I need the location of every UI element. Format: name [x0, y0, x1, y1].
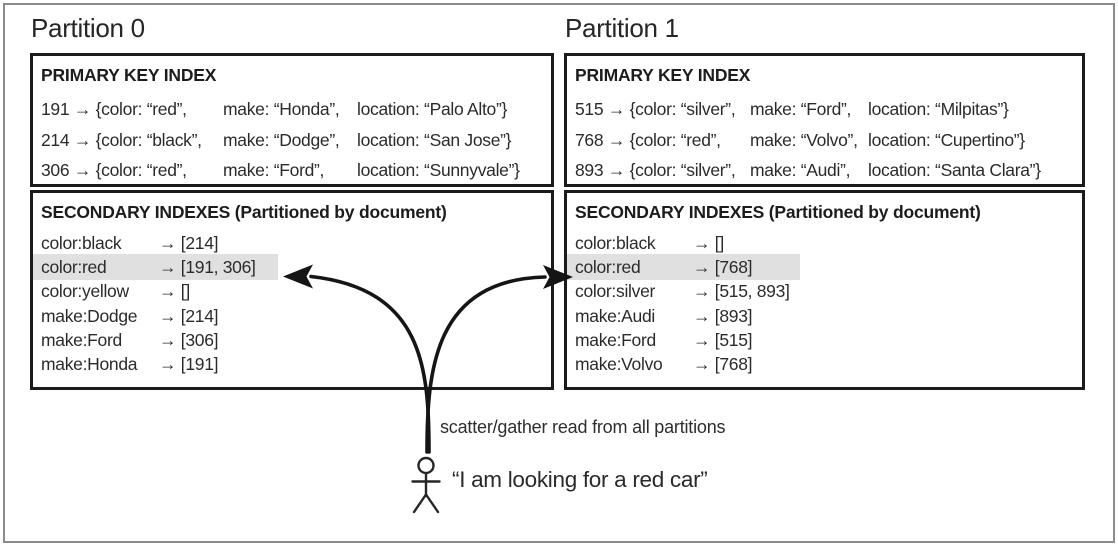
row-location: location: “Sunnyvale”}	[357, 160, 520, 180]
row-key-color: 306 → {color: “red”,	[41, 160, 187, 180]
index-value: → [893]	[693, 305, 753, 326]
secondary-index-row: make:Honda → [191]	[41, 352, 545, 376]
index-value: → [515, 893]	[693, 281, 790, 302]
row-location: location: “Cupertino”}	[868, 129, 1025, 150]
primary-index-row: 515 → {color: “silver”, make: “Ford”, loca…	[575, 94, 1076, 125]
secondary-index-row-highlighted: color:red → [191, 306]	[33, 254, 545, 280]
row-key-color: 768 → {color: “red”,	[575, 129, 721, 150]
partition-0-label: Partition 0	[31, 13, 145, 43]
index-value: → []	[693, 233, 724, 253]
user-query-text: “I am looking for a red car”	[452, 467, 708, 492]
secondary-index-row-highlighted: color:red → [768]	[567, 254, 1076, 280]
secondary-index-row: color:silver → [515, 893]	[575, 279, 1076, 303]
index-term: color:silver	[575, 281, 656, 302]
primary-key-index-header: PRIMARY KEY INDEX	[575, 65, 751, 85]
index-term: make:Honda	[41, 354, 138, 375]
index-term: make:Dodge	[41, 305, 138, 326]
index-term: color:black	[41, 233, 122, 253]
secondary-index-row: color:black → [214]	[41, 231, 545, 255]
partition-0-box: PRIMARY KEY INDEX 191 → {color: “red”, ma…	[30, 53, 554, 390]
secondary-index-row: make:Ford → [515]	[575, 328, 1076, 352]
index-value: → [214]	[159, 233, 219, 253]
row-location: location: “Milpitas”}	[868, 99, 1009, 119]
partition-0-secondary-indexes-section: SECONDARY INDEXES (Partitioned by docume…	[30, 190, 554, 390]
secondary-indexes-header: SECONDARY INDEXES (Partitioned by docume…	[575, 202, 981, 222]
row-location: location: “Santa Clara”}	[868, 160, 1041, 180]
person-icon	[411, 456, 441, 514]
index-value: → [191]	[159, 354, 219, 375]
secondary-index-row: make:Dodge → [214]	[41, 304, 545, 328]
row-key-color: 515 → {color: “silver”,	[575, 99, 736, 119]
secondary-index-row: color:yellow → []	[41, 279, 545, 303]
row-make: make: “Dodge”,	[223, 129, 340, 150]
primary-index-row: 768 → {color: “red”, make: “Volvo”, locati…	[575, 125, 1076, 156]
secondary-index-row: color:black → []	[575, 231, 1076, 255]
index-value: → []	[159, 281, 190, 302]
secondary-indexes-header: SECONDARY INDEXES (Partitioned by docume…	[41, 202, 447, 222]
primary-index-row: 191 → {color: “red”, make: “Honda”, locati…	[41, 94, 545, 125]
partition-1-secondary-indexes-section: SECONDARY INDEXES (Partitioned by docume…	[564, 190, 1085, 390]
partition-1-box: PRIMARY KEY INDEX 515 → {color: “silver”…	[564, 53, 1085, 390]
index-value: → [768]	[693, 257, 753, 278]
index-term: make:Ford	[575, 329, 656, 350]
scatter-gather-label: scatter/gather read from all partitions	[440, 417, 726, 437]
primary-index-row: 306 → {color: “red”, make: “Ford”, locatio…	[41, 155, 545, 184]
row-key-color: 893 → {color: “silver”,	[575, 160, 736, 180]
row-key-color: 191 → {color: “red”,	[41, 99, 187, 119]
index-value: → [214]	[159, 305, 219, 326]
row-make: make: “Audi”,	[750, 160, 851, 180]
index-term: color:yellow	[41, 281, 129, 302]
row-make: make: “Ford”,	[223, 160, 325, 180]
secondary-index-row: make:Volvo → [768]	[575, 352, 1076, 376]
partition-0-primary-key-index-section: PRIMARY KEY INDEX 191 → {color: “red”, ma…	[30, 53, 554, 187]
row-make: make: “Honda”,	[223, 99, 340, 119]
index-value: → [306]	[159, 329, 219, 350]
index-term: make:Volvo	[575, 354, 663, 375]
row-key-color: 214 → {color: “black”,	[41, 129, 202, 150]
partition-1-label: Partition 1	[565, 13, 679, 43]
index-value: → [768]	[693, 354, 753, 375]
row-location: location: “San Jose”}	[357, 129, 512, 150]
index-value: → [191, 306]	[159, 257, 256, 278]
row-make: make: “Ford”,	[750, 99, 852, 119]
secondary-index-row: make:Ford → [306]	[41, 328, 545, 352]
partition-1-primary-key-index-section: PRIMARY KEY INDEX 515 → {color: “silver”…	[564, 53, 1085, 187]
index-term: make:Audi	[575, 305, 655, 326]
index-term: color:red	[41, 257, 107, 278]
primary-index-row: 893 → {color: “silver”, make: “Audi”, loca…	[575, 155, 1076, 184]
secondary-index-row: make:Audi → [893]	[575, 304, 1076, 328]
index-term: color:red	[575, 257, 641, 278]
row-location: location: “Palo Alto”}	[357, 99, 508, 119]
primary-index-row: 214 → {color: “black”, make: “Dodge”, loca…	[41, 125, 545, 156]
index-term: make:Ford	[41, 329, 122, 350]
primary-key-index-header: PRIMARY KEY INDEX	[41, 65, 217, 85]
index-term: color:black	[575, 233, 656, 253]
row-make: make: “Volvo”,	[750, 129, 858, 150]
index-value: → [515]	[693, 329, 753, 350]
